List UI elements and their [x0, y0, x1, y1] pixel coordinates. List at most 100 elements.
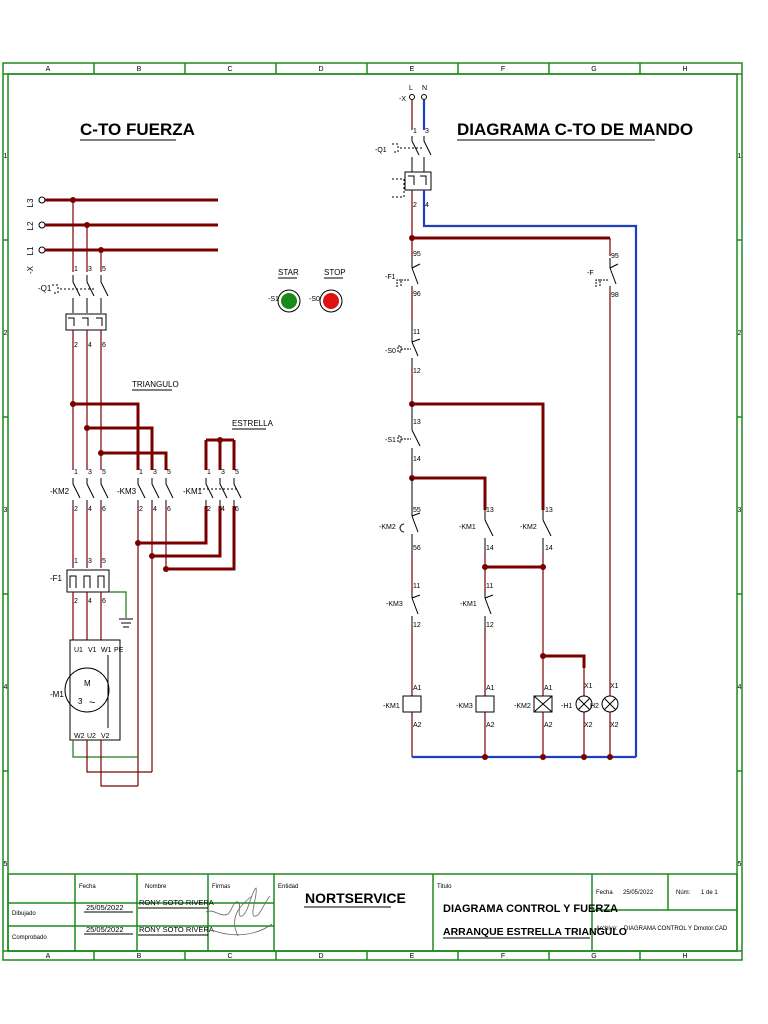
f1-overload-relay: -F1 1 3 5 2 4 6: [50, 558, 110, 605]
contact-bottom-label: 98: [611, 292, 619, 299]
motor-ref-label: -M1: [50, 690, 64, 699]
control-n-label: N: [422, 85, 427, 92]
tb-header-firmas: Firmas: [212, 884, 230, 890]
pole-bottom-label: 2: [74, 598, 78, 605]
s0-button-label: -S0: [309, 296, 320, 303]
coil-label: -KM2: [514, 703, 531, 710]
pole-bottom-label: 4: [88, 342, 92, 349]
control-circuit: -X L N -Q1 1 3 2 4 -F1 95: [375, 85, 638, 760]
stop-pushbutton-icon: [323, 293, 339, 309]
pole-top-label: 1: [74, 469, 78, 476]
col-label-bottom: B: [137, 953, 142, 960]
q1-label: -Q1: [38, 284, 52, 293]
star-pushbutton-icon: [281, 293, 297, 309]
lamp-name-label: H2: [590, 703, 599, 710]
motor-terminal-label: U1: [74, 647, 83, 654]
f-right-nc-contact: -F 95 98: [587, 253, 619, 299]
km2-no-contact: -KM2 13 14: [520, 507, 553, 554]
contact-bottom-label: 12: [413, 622, 421, 629]
km3-nc-label: -KM3: [386, 601, 403, 608]
tb-dibujado: Dibujado: [12, 911, 36, 917]
column-dividers: [93, 63, 641, 960]
pole-bottom-label: 2: [74, 342, 78, 349]
col-label-bottom: D: [318, 953, 323, 960]
coil-terminal-label: A1: [413, 685, 422, 692]
q1-breaker-power: -Q1 1 3 5 2 4 6: [38, 266, 109, 349]
pole-top-label: 5: [167, 469, 171, 476]
control-circuit-title: DIAGRAMA C-TO DE MANDO: [457, 120, 693, 139]
tb-num-value: 1 de 1: [701, 890, 718, 896]
pole-bottom-label: 6: [167, 506, 171, 513]
contact-top-label: 95: [611, 253, 619, 260]
motor-terminal-label: U2: [87, 733, 96, 740]
s1-start-contact: -S1 13 14: [385, 404, 421, 478]
col-label-bottom: A: [46, 953, 51, 960]
contact-top-label: 55: [413, 507, 421, 514]
lamp-h2: X1 X2: [601, 668, 619, 757]
contact-bottom-label: 14: [545, 545, 553, 552]
pole-bottom-label: 6: [102, 506, 106, 513]
lamp-terminal-label: X1: [610, 683, 619, 690]
row-label-left: 3: [4, 507, 8, 514]
km3-power-contacts: -KM3 1 3 5 2 4 6: [117, 469, 174, 513]
contact-top-label: 13: [545, 507, 553, 514]
km2-power-contacts: -KM2 1 3 5 2 4 6: [50, 469, 109, 513]
pole-bottom-label: 2: [74, 506, 78, 513]
col-label-top: D: [318, 66, 323, 73]
km2-nc-contact: -KM2 55 56: [379, 478, 421, 554]
tb-title-line1: DIAGRAMA CONTROL Y FUERZA: [443, 903, 618, 915]
q1-control-label: -Q1: [375, 147, 387, 154]
contact-top-label: 13: [413, 419, 421, 426]
contact-bottom-label: 56: [413, 545, 421, 552]
power-circuit-title: C-TO FUERZA: [80, 120, 195, 139]
motor-terminal-label: W2: [74, 733, 85, 740]
pole-bottom-label: 6: [235, 506, 239, 513]
star-stop-buttons: STAR STOP -S1 -S0: [268, 268, 346, 313]
control-terminal-label: -X: [399, 96, 406, 103]
col-label-bottom: G: [591, 953, 596, 960]
contact-bottom-label: 14: [486, 545, 494, 552]
q1-terminal-label: 4: [425, 202, 429, 209]
pole-bottom-label: 4: [88, 506, 92, 513]
col-label-top: F: [501, 66, 505, 73]
star-caption: STAR: [278, 268, 299, 277]
q1-breaker-control: -Q1 1 3 2 4: [375, 128, 432, 209]
control-l-label: L: [409, 85, 413, 92]
power-circuit: L3 L2 L1 -X -Q1 1 3 5: [26, 196, 274, 787]
row-label-left: 1: [4, 153, 8, 160]
tb-name-checked: RONY SOTO RIVERA: [139, 925, 214, 934]
km1-nc-label: -KM1: [460, 601, 477, 608]
tb-archivo-value: DIAGRAMA CONTROL Y Dmotor.CAD: [624, 926, 728, 932]
pole-top-label: 5: [235, 469, 239, 476]
motor-ac-label: ~: [89, 697, 95, 709]
tb-fecha-value: 25/05/2022: [623, 890, 654, 896]
tb-date-drawn: 25/05/2022: [86, 903, 124, 912]
q1-terminal-label: 3: [425, 128, 429, 135]
coil-km2: -KM2 A1 A2: [514, 685, 553, 729]
lamp-h1: -H1 X1 H2 X2: [561, 668, 599, 757]
motor-terminal-label: W1: [101, 647, 112, 654]
tb-num-label: Núm:: [676, 890, 691, 896]
coil-terminal-label: A1: [486, 685, 495, 692]
row-label-left: 2: [4, 330, 8, 337]
tb-header-titulo: Titulo: [437, 884, 452, 890]
col-label-top: B: [137, 66, 142, 73]
s0-stop-contact: -S0 11 12: [385, 320, 421, 375]
lamp-terminal-label: X1: [584, 683, 593, 690]
km1-no-label: -KM1: [459, 524, 476, 531]
pole-top-label: 1: [207, 469, 211, 476]
pole-bottom-label: 4: [153, 506, 157, 513]
row-label-left: 5: [4, 861, 8, 868]
f-right-label: -F: [587, 270, 594, 277]
col-label-top: H: [682, 66, 687, 73]
contact-top-label: 11: [413, 329, 420, 336]
km2-nc-label: -KM2: [379, 524, 396, 531]
contact-top-label: 11: [486, 583, 493, 590]
pole-top-label: 1: [74, 558, 78, 565]
row-label-left: 4: [4, 684, 8, 691]
row-label-right: 3: [738, 507, 742, 514]
tb-comprobado: Comprobado: [12, 935, 47, 941]
pole-top-label: 5: [102, 469, 106, 476]
tb-header-nombre: Nombre: [145, 884, 167, 890]
s0-control-label: -S0: [385, 348, 396, 355]
